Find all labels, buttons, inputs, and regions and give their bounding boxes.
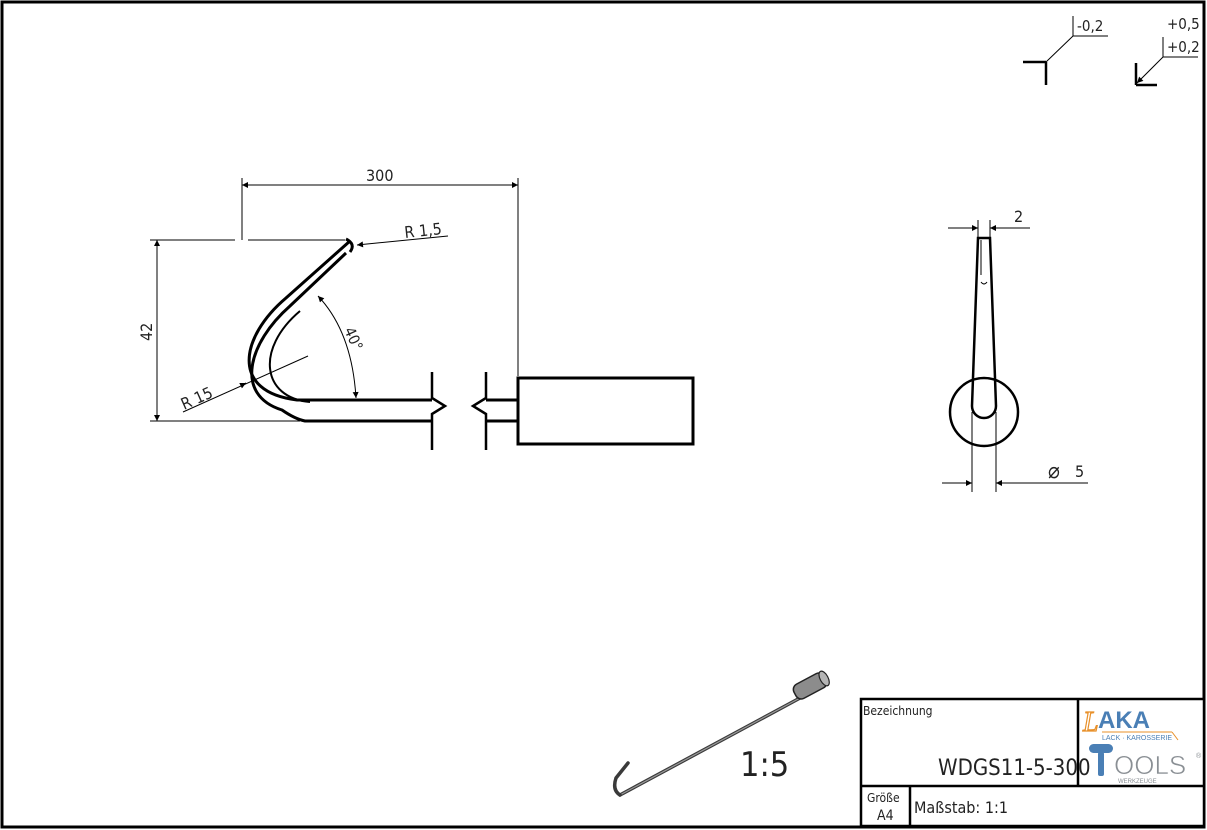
outer-corner-tolerance-lower: +0,2 [1167, 38, 1200, 56]
length-dimension-label: 300 [366, 166, 393, 185]
thickness-dimension-label: 2 [1014, 207, 1023, 226]
diameter-dimension-label: 5 [1075, 462, 1084, 481]
hook-side-view [247, 237, 695, 450]
title-block: Bezeichnung WDGS11-5-300 Größe A4 Maßsta… [859, 697, 1206, 828]
designation-label: Bezeichnung [863, 704, 933, 718]
logo-top-initial: L [1082, 707, 1099, 738]
size-label: Größe [867, 791, 900, 805]
logo-bottom-subline: WERKZEUGE [1118, 779, 1157, 785]
outer-corner-tolerance-symbol: +0,5 +0,2 [1134, 15, 1200, 87]
angle-dimension: 40° [317, 295, 367, 399]
logo-tool-icon [1089, 744, 1113, 776]
bend-radius-dimension: R 15 [178, 355, 309, 414]
logo-top-text: AKA [1098, 707, 1150, 734]
bend-radius-label: R 15 [178, 383, 216, 414]
size-value: A4 [877, 808, 894, 824]
designation-value: WDGS11-5-300 [938, 756, 1091, 781]
inner-corner-tolerance-symbol: -0,2 [1023, 16, 1108, 85]
hook-3d-preview: 1:5 [612, 670, 830, 797]
height-dimension: 42 [137, 239, 345, 422]
height-dimension-label: 42 [137, 323, 156, 341]
laka-tools-logo: L AKA LACK · KAROSSERIE T OOLS ® WERKZEU… [1081, 706, 1202, 785]
tip-radius-dimension: R 1,5 [356, 219, 449, 248]
logo-registered-mark: ® [1196, 752, 1202, 760]
inner-corner-tolerance-label: -0,2 [1077, 17, 1103, 35]
angle-dimension-label: 40° [340, 324, 366, 353]
handle-sleeve [516, 376, 695, 446]
outer-corner-tolerance-upper: +0,5 [1167, 15, 1200, 33]
scale-text: Maßstab: 1:1 [914, 798, 1008, 817]
tip-radius-label: R 1,5 [403, 219, 442, 242]
length-dimension: 300 [241, 166, 519, 376]
preview-scale-label: 1:5 [740, 745, 789, 785]
hook-end-view: 2 ⌀ 5 [942, 207, 1088, 492]
logo-bottom-text: OOLS [1114, 750, 1186, 780]
logo-bottom-initial: T [1088, 775, 1090, 777]
logo-subline: LACK · KAROSSERIE [1102, 735, 1172, 742]
diameter-symbol: ⌀ [1048, 459, 1060, 484]
